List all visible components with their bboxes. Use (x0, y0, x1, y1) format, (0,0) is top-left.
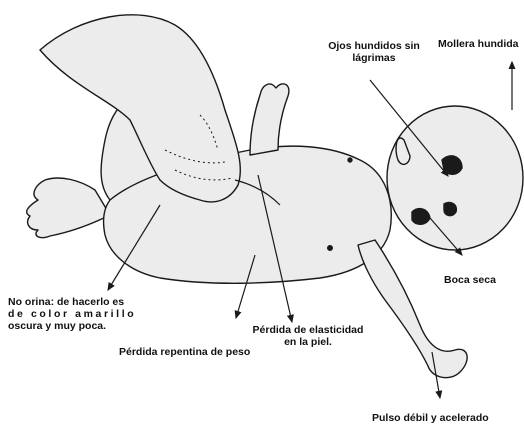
lower-arm (358, 240, 467, 378)
dry-mouth (444, 202, 456, 215)
nipple (348, 158, 352, 162)
label-ojos-line1: Ojos hundidos sin (308, 40, 440, 52)
label-no-orina-line2: de color amarillo (8, 308, 142, 320)
label-no-orina-line1: No orina: de hacerlo es (8, 296, 142, 308)
sunken-eye-lower (412, 209, 430, 225)
label-ojos-line2: lágrimas (308, 52, 440, 64)
left-foot (27, 178, 110, 238)
label-elasticidad-line2: en la piel. (244, 336, 372, 348)
label-boca: Boca seca (444, 274, 496, 286)
label-no-orina-line3: oscura y muy poca. (8, 320, 142, 332)
raised-arm (250, 84, 289, 155)
label-mollera: Mollera hundida (438, 38, 519, 50)
label-pulso: Pulso débil y acelerado (372, 412, 489, 424)
label-elasticidad-line1: Pérdida de elasticidad (244, 324, 372, 336)
label-elasticidad: Pérdida de elasticidad en la piel. (244, 324, 372, 348)
head (387, 106, 523, 250)
label-ojos: Ojos hundidos sin lágrimas (308, 40, 440, 64)
label-no-orina: No orina: de hacerlo es de color amarill… (8, 296, 142, 332)
navel (328, 246, 333, 251)
label-perdida-peso: Pérdida repentina de peso (119, 346, 250, 358)
